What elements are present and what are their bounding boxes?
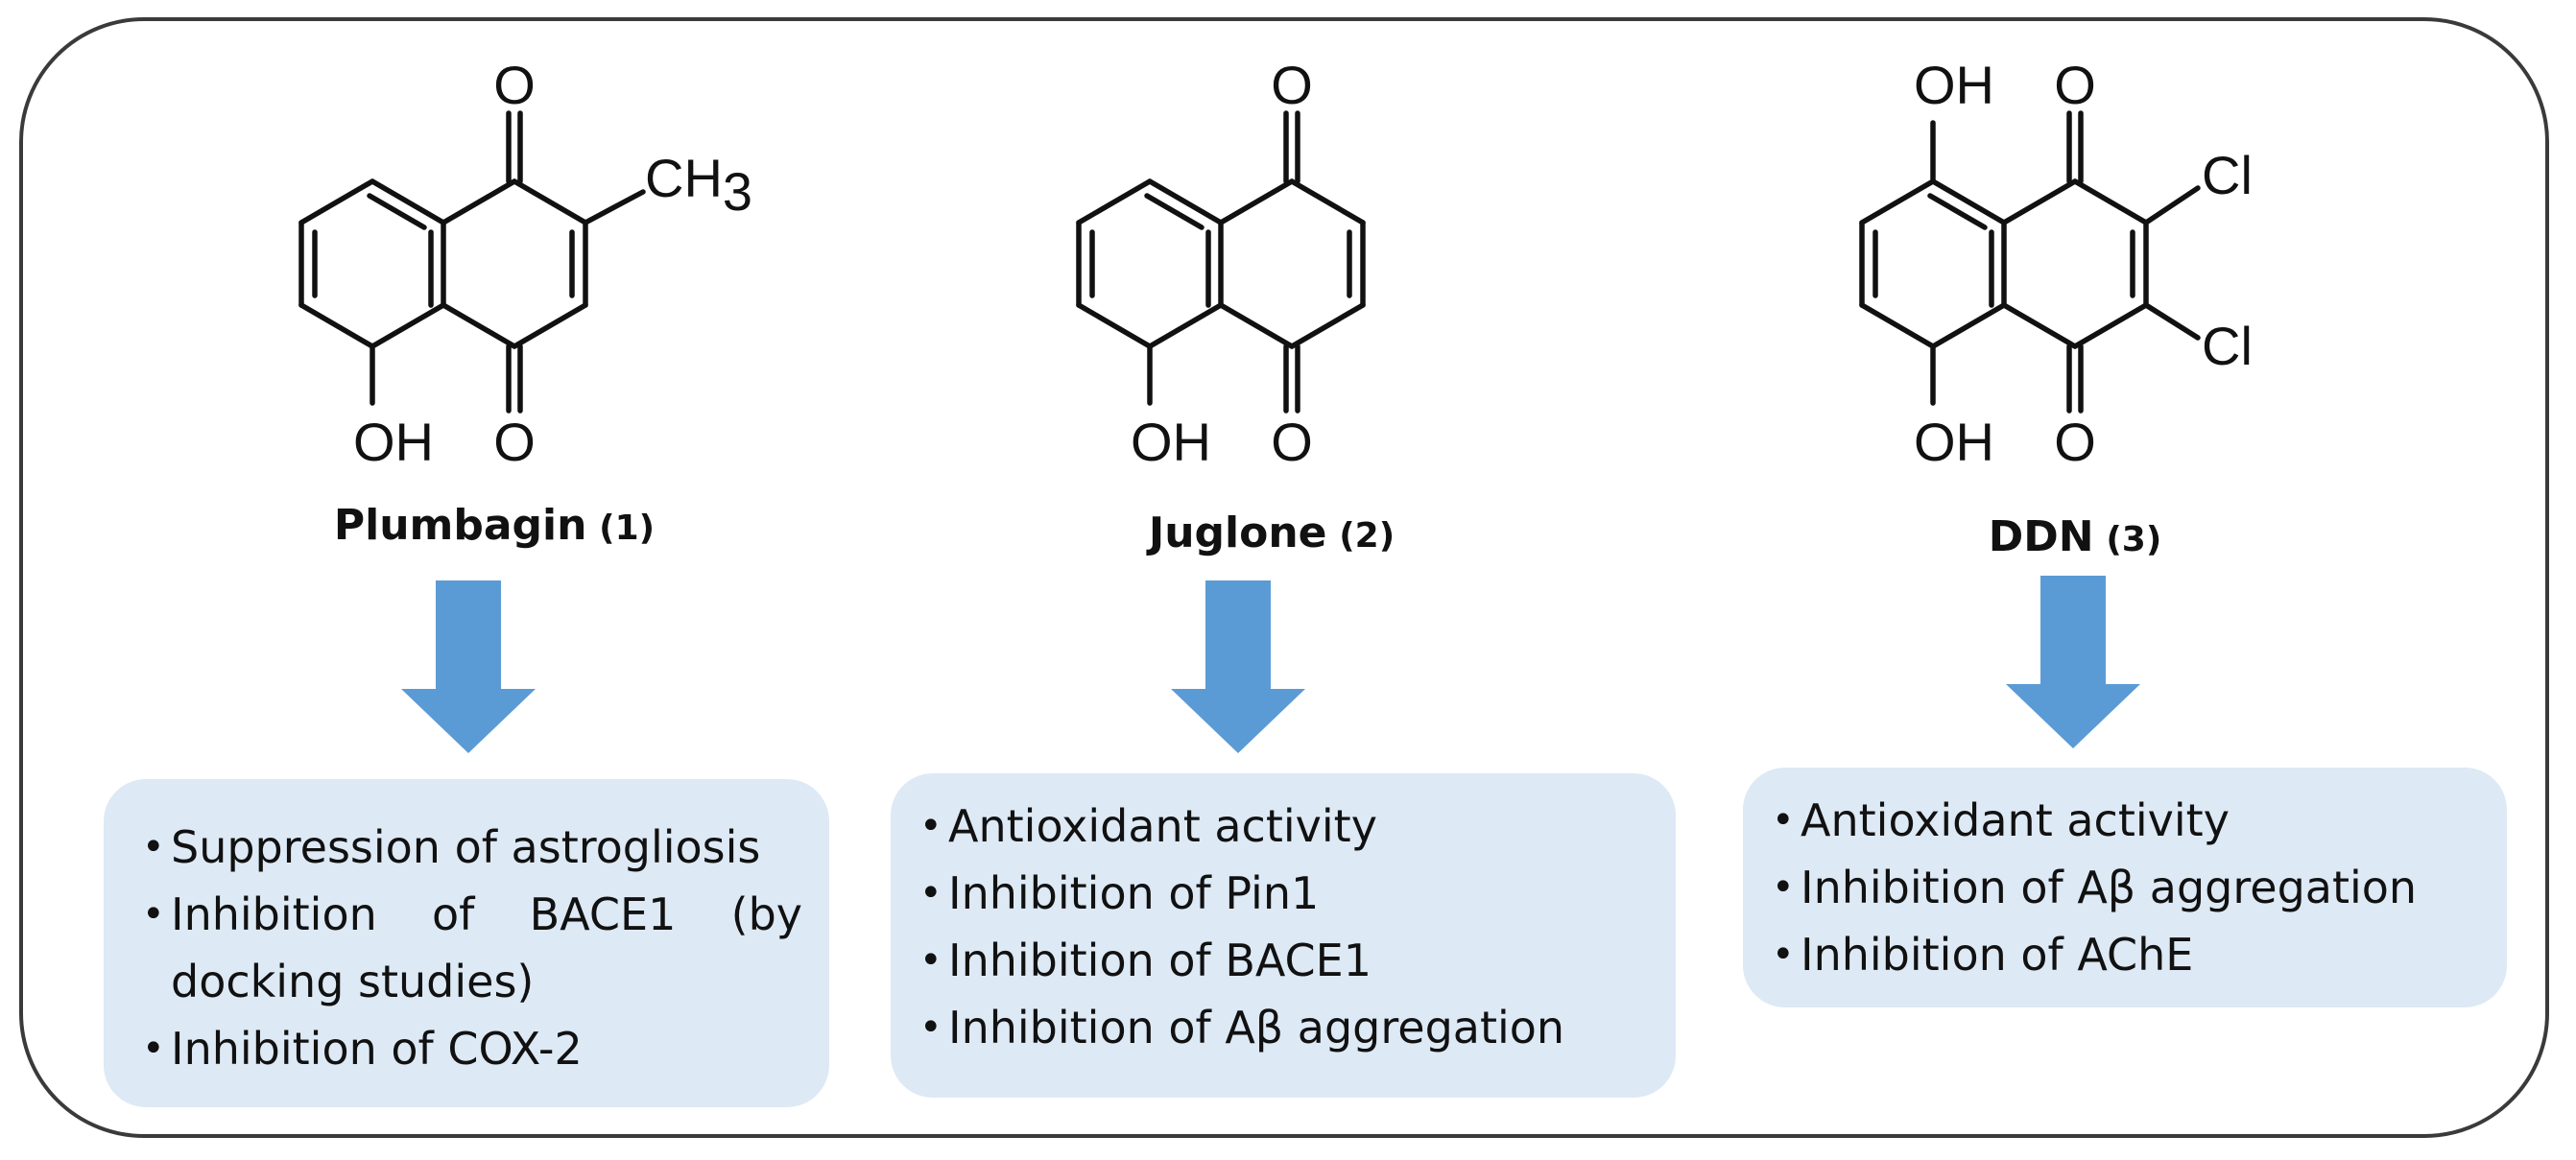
activity-item: Inhibition of BACE1 [919,927,1657,994]
compound-name: Juglone [1148,509,1327,557]
atom-label-oxygen: O [2054,55,2096,115]
atom-label-oxygen: O [2054,412,2096,472]
activity-item: Inhibition of COX-2 [142,1015,802,1082]
compound-name: Plumbagin [333,501,587,550]
compound-name: DDN [1988,512,2094,561]
atom-label-methyl: CH3 [645,148,752,222]
compound-name-ddn: DDN (3) [1989,512,2162,561]
activity-item: Suppression of astrogliosis [142,814,802,881]
atom-label-oxygen: O [1271,55,1313,115]
compound-name-plumbagin: Plumbagin (1) [334,501,655,550]
activity-box-juglone: Antioxidant activity Inhibition of Pin1 … [891,773,1676,1098]
compound-name-juglone: Juglone (2) [1149,509,1395,557]
activity-item: Antioxidant activity [1772,787,2488,854]
atom-label-hydroxyl: OH [1131,412,1211,472]
atom-label-hydroxyl: OH [1914,412,1994,472]
arrow-down-icon [1171,580,1305,753]
atom-label-oxygen: O [493,412,536,472]
compound-number: (3) [2106,520,2162,559]
arrow-down-icon [401,580,536,753]
juglone-structure: O O OH [1076,55,1366,472]
atom-label-chlorine: Cl [2202,316,2253,376]
atom-label-oxygen: O [1271,412,1313,472]
atom-label-chlorine: Cl [2202,145,2253,205]
activity-item: Inhibition of Aβ aggregation [919,994,1657,1061]
activity-item: Inhibition of Pin1 [919,860,1657,927]
activity-box-plumbagin: Suppression of astrogliosis Inhibition o… [104,779,829,1107]
activity-item: Antioxidant activity [919,793,1657,860]
arrow-down-icon [2006,576,2140,748]
ddn-structure: O O OH OH Cl Cl [1859,55,2253,472]
compound-number: (2) [1339,516,1395,556]
atom-label-hydroxyl: OH [353,412,434,472]
activity-item: Inhibition of Aβ aggregation [1772,854,2488,921]
atom-label-hydroxyl: OH [1914,55,1994,115]
activity-item: Inhibition of BACE1 (by docking studies) [142,881,802,1015]
diagram-frame [19,17,2549,1138]
atom-label-oxygen: O [493,55,536,115]
compound-number: (1) [599,509,656,548]
activity-item: Inhibition of AChE [1772,921,2488,988]
plumbagin-structure: O O OH CH3 [298,55,752,472]
activity-box-ddn: Antioxidant activity Inhibition of Aβ ag… [1743,768,2507,1007]
